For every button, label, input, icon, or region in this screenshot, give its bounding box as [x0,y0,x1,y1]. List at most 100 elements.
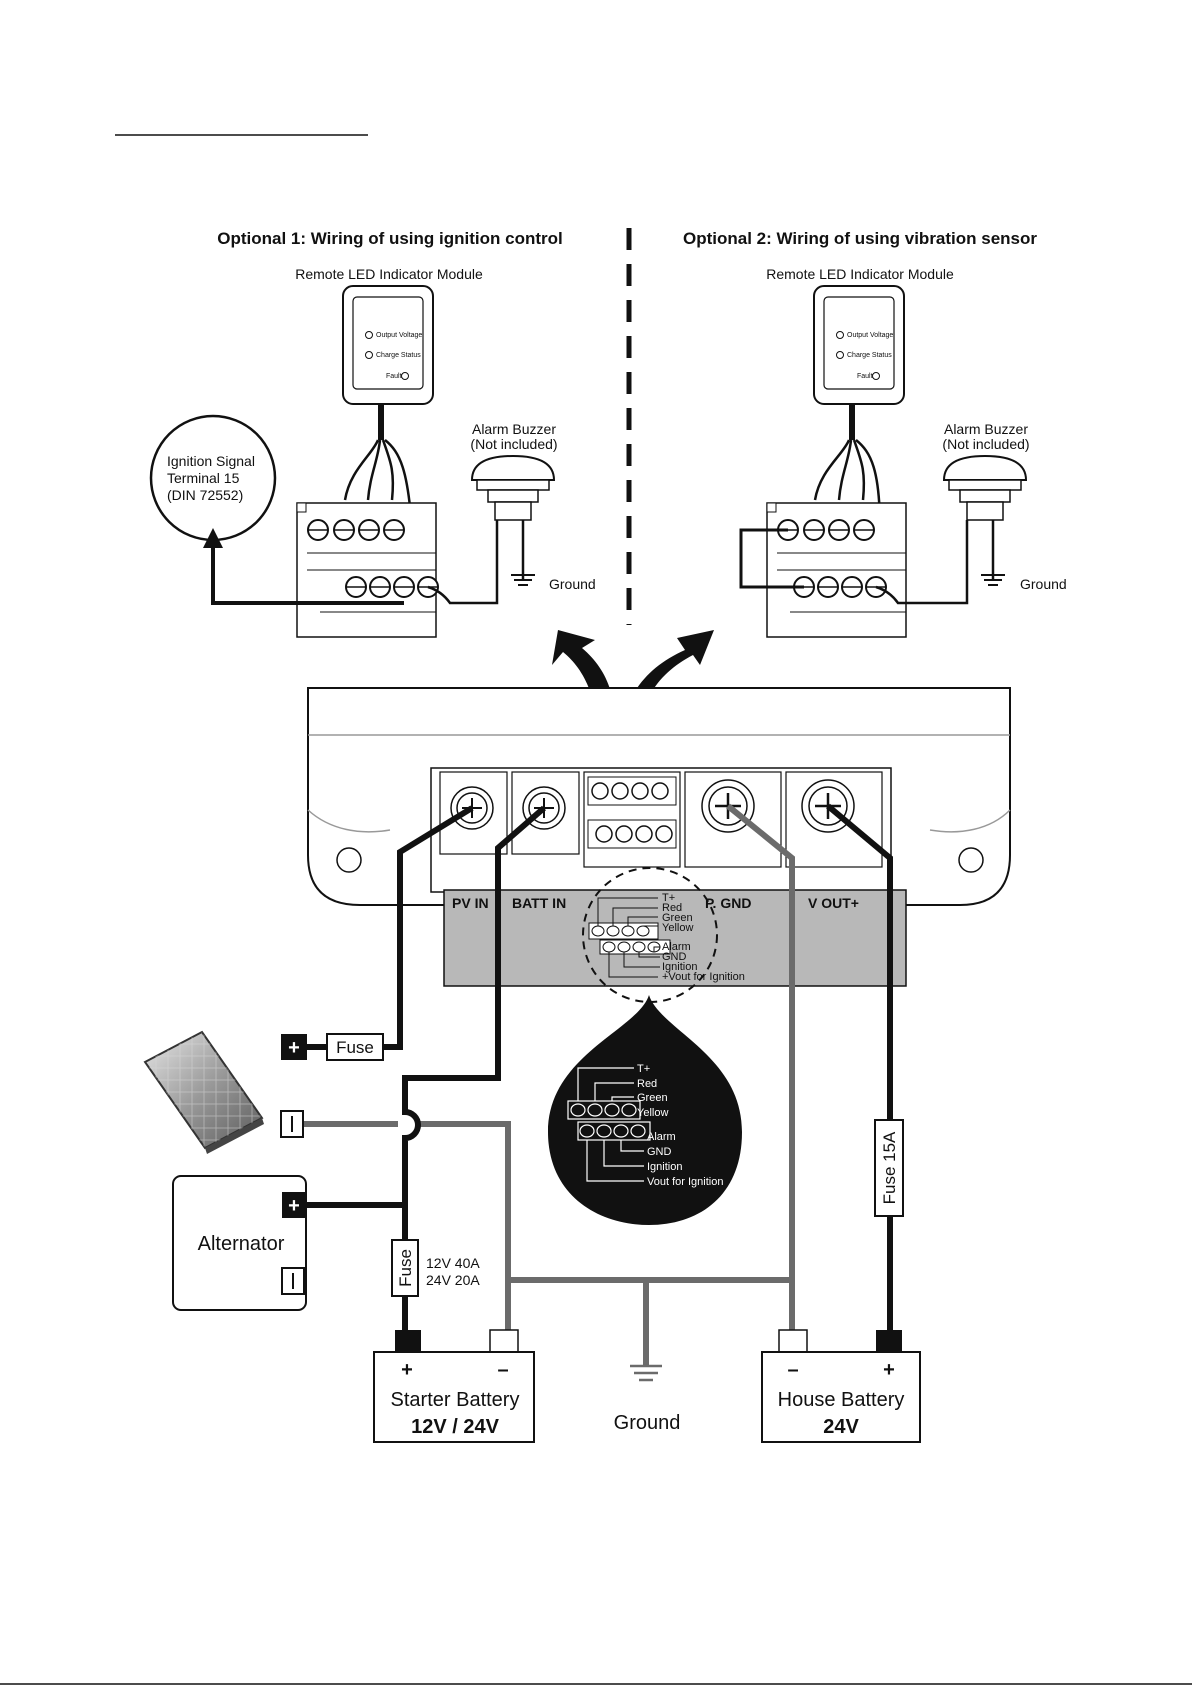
option2-buzzer-wire [875,520,969,605]
pin-small-gnd: GND [662,951,687,963]
option2-module-cable [813,404,882,561]
house-battery-name: House Battery [778,1389,905,1411]
starter-fuse-label: Fuse [396,1249,415,1287]
pin-small-t-plus: T+ [662,892,675,904]
ignition-line1: Ignition Signal [167,453,255,469]
pin-big-green: Green [637,1092,668,1104]
label-pv-in: PV IN [452,895,489,911]
small-pin-connector: T+ Red Green Yellow Alarm GND Ignition +… [588,892,745,983]
label-v-out: V OUT+ [808,895,859,911]
option2-buzzer-line1: Alarm Buzzer [944,421,1028,437]
option1-led-output: Output Voltage [376,332,422,339]
ignition-line2: Terminal 15 [167,470,240,486]
option2-ground-icon [981,574,1005,586]
starter-battery-name: Starter Battery [391,1389,520,1411]
starter-plus-post [395,1330,421,1352]
pv-fuse: Fuse [326,1033,384,1061]
house-minus-label: – [787,1359,798,1381]
option2-led-fault: Fault [857,373,873,380]
solar-minus-terminal [280,1110,304,1138]
option2-terminal-block [766,502,907,638]
ignition-arrow-icon [203,528,223,548]
pin-big-vout: Vout for Ignition [647,1176,723,1188]
label-batt-in: BATT IN [512,895,566,911]
pin-big-ignition: Ignition [647,1161,682,1173]
controller-label-panel [443,889,907,987]
option2-led-output: Output Voltage [847,332,893,339]
house-plus-post [876,1330,902,1352]
fuse-rating-2: 24V 20A [426,1272,480,1288]
house-minus-post [778,1329,808,1353]
house-battery: – + House Battery 24V [761,1329,921,1443]
option1-ground-icon [511,574,535,586]
option1-buzzer-wire [427,520,499,605]
house-fuse: Fuse 15A [874,1119,904,1217]
led-charge-icon [836,351,844,359]
ignition-line3: (DIN 72552) [167,487,243,503]
pin-big-t-plus: T+ [637,1063,650,1075]
controller-signal-block [587,776,677,849]
option1-terminal-block [296,502,439,638]
ignition-signal: Ignition Signal Terminal 15 (DIN 72552) [149,414,277,542]
pin-big-alarm: Alarm [647,1131,676,1143]
option1-panel: Optional 1: Wiring of using ignition con… [149,229,596,638]
alternator-plus-terminal [282,1192,306,1218]
option2-led-charge: Charge Status [847,352,892,359]
starter-plus-label: + [401,1359,413,1381]
pin-big-yellow: Yellow [637,1107,668,1119]
starter-battery-voltage: 12V / 24V [411,1416,500,1438]
pv-fuse-label: Fuse [336,1038,374,1057]
option1-led-fault: Fault [386,373,402,380]
led-output-icon [365,331,373,339]
option2-buzzer-line2: (Not included) [942,436,1029,452]
mount-hole-left-icon [336,847,362,873]
alternator: Alternator + [172,1175,307,1311]
option1-led-charge: Charge Status [376,352,421,359]
house-plus-label: + [883,1359,895,1381]
option1-ground-label: Ground [549,576,596,592]
option2-ground-label: Ground [1020,576,1067,592]
option1-title: Optional 1: Wiring of using ignition con… [217,229,562,248]
option1-buzzer-line1: Alarm Buzzer [472,421,556,437]
pin-small-red: Red [662,902,682,914]
pin-small-alarm: Alarm [662,941,691,953]
led-charge-icon [365,351,373,359]
pin-big-gnd: GND [647,1146,672,1158]
pin-small-vout: +Vout for Ignition [662,971,745,983]
starter-battery: + – Starter Battery 12V / 24V [373,1329,535,1443]
main-ground-label: Ground [614,1412,681,1434]
option1-module-label: Remote LED Indicator Module [295,266,483,282]
option2-panel: Optional 2: Wiring of using vibration se… [683,229,1067,638]
solar-panel-icon [143,1030,264,1154]
pin-small-ignition: Ignition [662,961,697,973]
mount-hole-right-icon [958,847,984,873]
pin-detail-drop: T+ Red Green Yellow Alarm GND Ignition V… [548,995,742,1225]
led-output-icon [836,331,844,339]
pin-small-yellow: Yellow [662,922,693,934]
starter-minus-post [489,1329,519,1353]
alternator-label: Alternator [198,1233,285,1255]
alternator-plus-label: + [288,1195,300,1217]
solar-plus-label: + [288,1037,300,1059]
option1-ignition-wire [211,545,404,605]
option1-buzzer-line2: (Not included) [470,436,557,452]
ground-wires [303,803,795,1366]
option2-alarm-buzzer: Alarm Buzzer (Not included) [942,421,1030,521]
main-ground-icon [630,1364,662,1382]
led-fault-icon [401,372,409,380]
solar-plus-terminal: + [281,1034,307,1060]
house-fuse-label: Fuse 15A [880,1131,899,1204]
pin-small-green: Green [662,912,693,924]
controller-unit: PV IN BATT IN P. GND V OUT+ T+ Red [307,687,1011,1003]
starter-fuse: Fuse 12V 40A 24V 20A [391,1239,480,1297]
option2-module-label: Remote LED Indicator Module [766,266,954,282]
pin-big-red: Red [637,1078,657,1090]
option1-led-module: Output Voltage Charge Status Fault [342,285,434,405]
option1-alarm-buzzer: Alarm Buzzer (Not included) [470,421,558,521]
label-p-gnd: P. GND [705,895,751,911]
house-battery-voltage: 24V [823,1416,859,1438]
option2-title: Optional 2: Wiring of using vibration se… [683,229,1037,248]
starter-minus-label: – [497,1359,508,1381]
